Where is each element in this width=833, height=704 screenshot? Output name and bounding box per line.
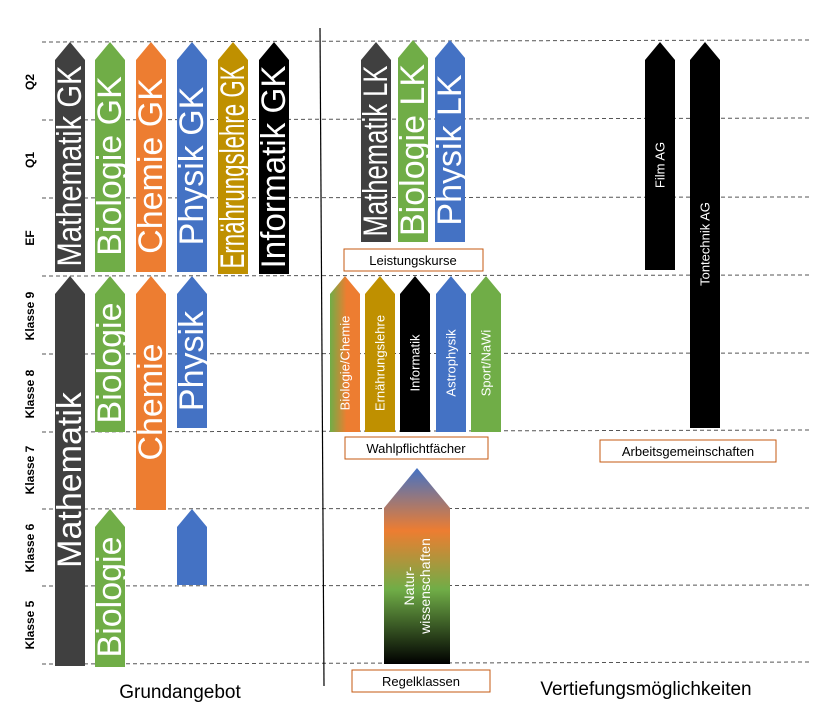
arrow-chemie-gk: Chemie GK	[132, 42, 170, 272]
arrow-shape	[361, 42, 391, 242]
arrow-physik-89: Physik	[173, 276, 211, 428]
arrow-shape	[471, 276, 501, 432]
arrow-label: Mathematik LK	[357, 65, 395, 236]
arrow-naturwissenschaften: Natur-wissenschaften	[384, 468, 450, 664]
section-divider	[319, 27, 325, 687]
footer-grundangebot: Grundangebot	[119, 682, 241, 703]
arrow-label: Biologie LK	[394, 64, 432, 236]
box-leistungskurse-label: Leistungskurse	[369, 253, 456, 268]
arrow-shape	[177, 42, 207, 272]
box-leistungskurse: Leistungskurse	[343, 248, 484, 272]
arrow-biologie-gk: Biologie GK	[91, 42, 129, 272]
row-label-q2: Q2	[23, 74, 37, 90]
arrow-shape	[384, 468, 450, 664]
arrow-shape	[435, 40, 465, 242]
box-arbeitsgemeinschaften: Arbeitsgemeinschaften	[599, 439, 777, 463]
boxed-labels: Leistungskurse Wahlpflichtfächer Arbeits…	[343, 248, 777, 693]
arrow-wpf-informatik: Informatik	[400, 276, 430, 432]
arrow-shape	[645, 42, 675, 270]
arrow-wpf-astrophysik: Astrophysik	[436, 276, 466, 432]
arrow-physik-gk: Physik GK	[173, 42, 211, 272]
arrow-biologie-56: Biologie	[91, 509, 129, 667]
box-regelklassen: Regelklassen	[351, 669, 491, 693]
arrow-ernaehrungslehre-gk: Ernährungslehre GK	[214, 42, 252, 274]
arrow-wpf-ernaehrungslehre: Ernährungslehre	[365, 276, 395, 432]
arrow-label: Biologie	[91, 537, 129, 658]
arrow-label: Mathematik	[51, 391, 89, 568]
arrow-informatik-gk: Informatik GK	[255, 42, 293, 274]
arrow-chemie-sek1: Chemie	[132, 276, 170, 510]
arrow-shape	[136, 42, 166, 272]
arrow-shape	[259, 42, 289, 274]
arrow-shape	[690, 42, 720, 428]
arrow-wpf-biologie-chemie: Biologie/Chemie	[330, 276, 360, 432]
row-label-klasse-7: Klasse 7	[23, 445, 37, 494]
arrow-label: Ernährungslehre	[373, 315, 388, 411]
arrow-shape	[365, 276, 395, 432]
arrow-shape	[177, 509, 207, 585]
row-label-q1: Q1	[23, 152, 37, 168]
arrow-label: Sport/NaWi	[479, 330, 494, 397]
arrow-biologie-lk: Biologie LK	[394, 40, 432, 242]
row-label-klasse-8: Klasse 8	[23, 369, 37, 418]
arrow-label: Informatik	[408, 334, 423, 392]
footer-vertiefungsmoeglichkeiten: Vertiefungsmöglichkeiten	[540, 679, 751, 700]
arrow-physik-6	[177, 509, 207, 585]
arrow-label: Biologie GK	[91, 76, 129, 256]
arrow-label: Film AG	[653, 142, 668, 188]
arrow-shape	[400, 276, 430, 432]
arrow-mathematik-lk: Mathematik LK	[357, 42, 395, 242]
arrow-mathematik-sek1: Mathematik	[51, 276, 89, 666]
arrow-label: Physik	[173, 310, 211, 411]
arrow-tontechnik-ag: Tontechnik AG	[690, 42, 720, 428]
arrow-shape	[330, 276, 360, 432]
arrow-label: Tontechnik AG	[698, 202, 713, 286]
box-regelklassen-label: Regelklassen	[382, 674, 460, 689]
box-wahlpflichtfaecher: Wahlpflichtfächer	[344, 436, 489, 460]
arrow-biologie-89: Biologie	[91, 276, 129, 432]
arrow-film-ag: Film AG	[645, 42, 675, 270]
arrow-label: Physik GK	[173, 86, 211, 245]
arrow-label: Chemie	[132, 343, 170, 460]
row-labels: Q2 Q1 EF Klasse 9 Klasse 8 Klasse 7 Klas…	[23, 74, 37, 650]
arrow-shape	[398, 40, 428, 242]
arrow-wpf-sport-nawi: Sport/NaWi	[471, 276, 501, 432]
arrow-label: Biologie/Chemie	[338, 316, 353, 411]
box-wahlpflichtfaecher-label: Wahlpflichtfächer	[366, 441, 466, 456]
arrow-shape	[436, 276, 466, 432]
arrow-label: Astrophysik	[444, 329, 459, 397]
arrow-shape	[177, 276, 207, 428]
arrow-label: Informatik GK	[255, 65, 293, 268]
arrow-label: Natur-wissenschaften	[401, 538, 433, 635]
arrow-physik-lk: Physik LK	[431, 40, 469, 242]
arrow-shape	[95, 276, 125, 432]
row-label-klasse-5: Klasse 5	[23, 600, 37, 649]
course-arrows: Mathematik GK Biologie GK Chemie GK Phys…	[51, 40, 720, 667]
arrow-label: Ernährungslehre GK	[214, 65, 252, 268]
arrow-label: Mathematik GK	[51, 65, 89, 266]
arrow-shape	[136, 276, 166, 510]
row-label-ef: EF	[23, 230, 37, 245]
arrow-shape	[55, 42, 85, 272]
arrow-shape	[55, 276, 85, 666]
arrow-label: Biologie	[91, 303, 129, 424]
arrow-label: Physik LK	[431, 74, 469, 225]
arrow-label: Chemie GK	[132, 78, 170, 254]
row-label-klasse-9: Klasse 9	[23, 291, 37, 340]
arrow-shape	[95, 509, 125, 667]
arrow-shape	[218, 42, 248, 274]
arrow-shape	[95, 42, 125, 272]
arrow-mathematik-gk: Mathematik GK	[51, 42, 89, 272]
box-arbeitsgemeinschaften-label: Arbeitsgemeinschaften	[622, 444, 754, 459]
row-label-klasse-6: Klasse 6	[23, 523, 37, 572]
